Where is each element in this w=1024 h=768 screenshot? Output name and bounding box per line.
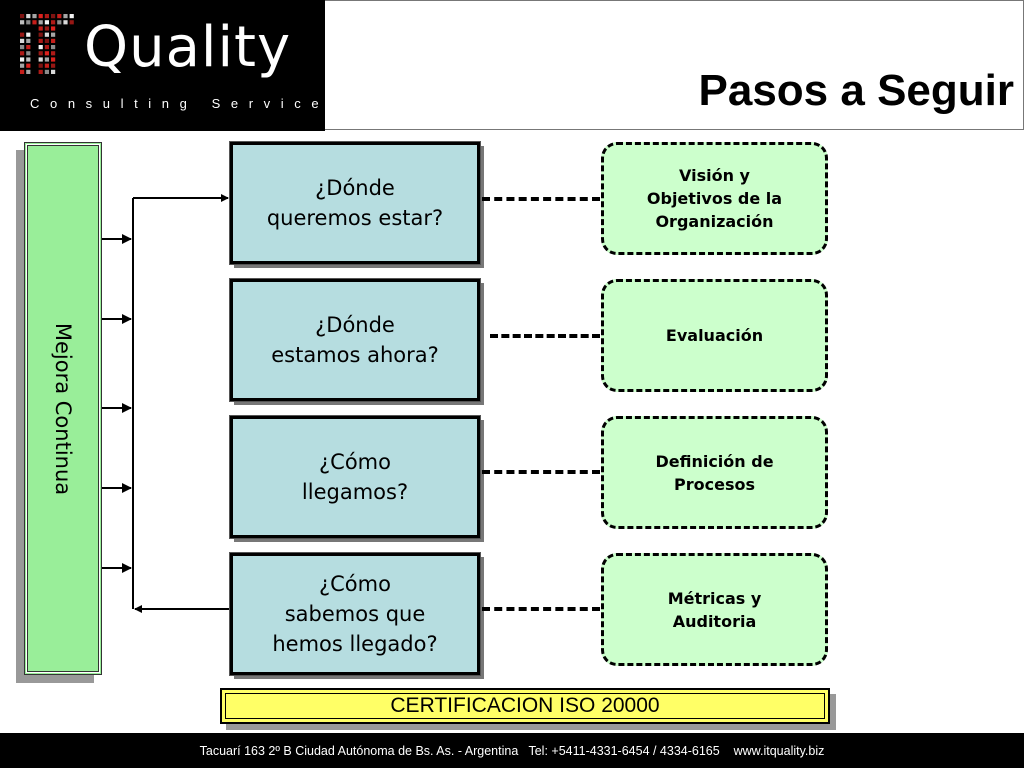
dashed-connector-3 [482, 470, 600, 474]
step-question-2: ¿Dónde estamos ahora? [271, 313, 439, 367]
result-box-1: Visión y Objetivos de la Organización [601, 142, 828, 255]
page-title: Pasos a Seguir [698, 66, 1014, 115]
step-question-4: ¿Cómo sabemos que hemos llegado? [272, 572, 438, 656]
certification-banner: CERTIFICACION ISO 20000 [220, 688, 830, 724]
continuous-improvement-bar: Mejora Continua [24, 142, 102, 675]
dotted-it-logo-icon [20, 14, 74, 74]
step-box-4: ¿Cómo sabemos que hemos llegado? [229, 552, 481, 676]
result-label-3: Definición de Procesos [655, 451, 774, 494]
result-label-4: Métricas y Auditoria [667, 588, 762, 631]
result-box-2: Evaluación [601, 279, 828, 392]
logo-wordmark: Quality [84, 15, 292, 80]
dashed-connector-4 [482, 607, 600, 611]
step-question-3: ¿Cómo llegamos? [301, 450, 409, 504]
result-box-4: Métricas y Auditoria [601, 553, 828, 666]
footer-contact-text: Tacuarí 163 2º B Ciudad Autónoma de Bs. … [199, 743, 825, 758]
title-bar [325, 0, 1024, 130]
result-label-2: Evaluación [665, 326, 764, 345]
dashed-connector-1 [482, 197, 600, 201]
certification-label: CERTIFICACION ISO 20000 [390, 694, 660, 717]
dashed-connector-2 [490, 334, 600, 338]
footer-bar: Tacuarí 163 2º B Ciudad Autónoma de Bs. … [0, 733, 1024, 768]
step-box-3: ¿Cómo llegamos? [229, 415, 481, 539]
result-label-1: Visión y Objetivos de la Organización [646, 166, 783, 231]
company-logo: Quality Consulting Services [0, 0, 336, 131]
step-box-1: ¿Dónde queremos estar? [229, 141, 481, 265]
logo-subtitle: Consulting Services [30, 96, 347, 111]
step-question-1: ¿Dónde queremos estar? [266, 176, 444, 230]
result-box-3: Definición de Procesos [601, 416, 828, 529]
step-box-2: ¿Dónde estamos ahora? [229, 278, 481, 402]
